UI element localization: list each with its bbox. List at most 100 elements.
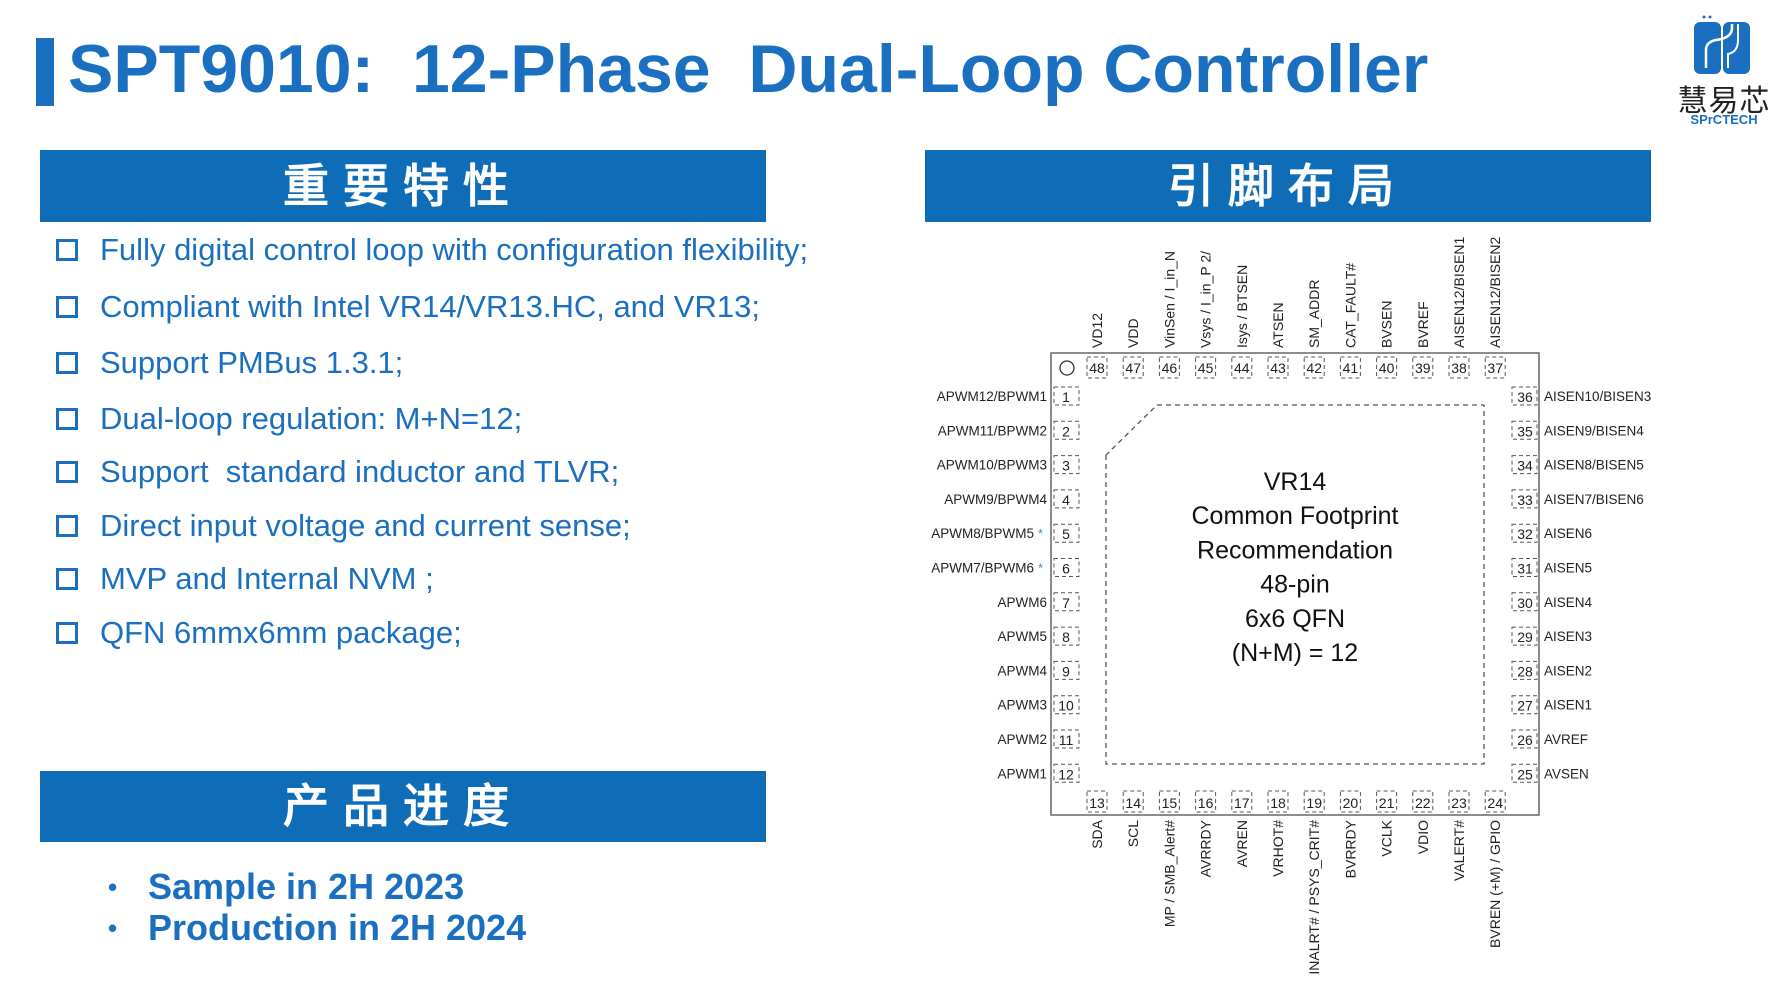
bullet-dot-icon: • xyxy=(108,871,118,902)
pin-pad xyxy=(1053,660,1080,680)
pin-label: VDD xyxy=(1125,318,1141,348)
pin-number: 30 xyxy=(1517,595,1533,611)
pin-pad xyxy=(1053,592,1080,612)
pin-label: AISEN9/BISEN4 xyxy=(1544,423,1644,438)
pin-number: 42 xyxy=(1306,360,1322,376)
pin-pad xyxy=(1231,356,1253,379)
pin-number: 32 xyxy=(1517,526,1533,542)
pin-number: 46 xyxy=(1162,360,1178,376)
pin-pad xyxy=(1511,729,1538,749)
pin-label: AISEN7/BISEN6 xyxy=(1544,492,1644,507)
pin-label: AISEN12/BISEN2 xyxy=(1487,237,1503,348)
page-title: SPT9010: 12-Phase Dual-Loop Controller xyxy=(68,31,1429,107)
pin-pad xyxy=(1511,455,1538,475)
pin-number: 7 xyxy=(1062,595,1070,611)
pin-label: Vsys / I_in_P 2/ xyxy=(1198,251,1214,348)
pin-number: 40 xyxy=(1379,360,1395,376)
pin-number: 18 xyxy=(1270,795,1286,811)
package-description-line: Common Footprint xyxy=(1191,502,1398,530)
pin-pad xyxy=(1511,695,1538,715)
pin-pad xyxy=(1511,626,1538,646)
checkbox-bullet-icon xyxy=(56,239,78,261)
package-description-line: VR14 xyxy=(1264,468,1327,496)
pin-pad xyxy=(1053,523,1080,543)
pin-label: APWM8/BPWM5 xyxy=(931,526,1034,541)
pin-pad xyxy=(1053,386,1080,406)
pin-pad xyxy=(1303,790,1325,813)
checkbox-bullet-icon xyxy=(56,622,78,644)
pin-label: BVREN (+M) / GPIO xyxy=(1487,820,1503,948)
package-description-line: (N+M) = 12 xyxy=(1232,639,1358,667)
pin-label: AISEN1 xyxy=(1544,698,1592,713)
pin-pad xyxy=(1448,356,1470,379)
pin-label: AISEN8/BISEN5 xyxy=(1544,458,1644,473)
title-accent-bar xyxy=(36,38,54,106)
checkbox-bullet-icon xyxy=(56,352,78,374)
pin-number: 48 xyxy=(1089,360,1105,376)
feature-item: Support PMBus 1.3.1; xyxy=(56,345,403,381)
pin-pad xyxy=(1511,660,1538,680)
features-header: 重要特性 xyxy=(40,150,766,222)
pin-label: AISEN12/BISEN1 xyxy=(1451,237,1467,348)
pin-label: APWM4 xyxy=(997,663,1047,678)
pin-pad xyxy=(1195,790,1217,813)
pinout-header: 引脚布局 xyxy=(925,150,1651,222)
pin-pad xyxy=(1053,489,1080,509)
pin-label: SDA xyxy=(1089,819,1105,848)
pin-number: 21 xyxy=(1379,795,1395,811)
package-description-line: 6x6 QFN xyxy=(1245,605,1345,633)
pin-pad xyxy=(1412,790,1434,813)
pin-pad xyxy=(1053,626,1080,646)
pin-pad xyxy=(1053,558,1080,577)
checkbox-bullet-icon xyxy=(56,568,78,590)
pin-label: AVSEN xyxy=(1544,766,1589,781)
pin-number: 20 xyxy=(1343,795,1359,811)
pin-number: 17 xyxy=(1234,795,1250,811)
pin-number: 13 xyxy=(1089,795,1105,811)
pin-number: 1 xyxy=(1062,389,1070,405)
pin-label: APWM5 xyxy=(997,629,1047,644)
pin-number: 22 xyxy=(1415,795,1431,811)
checkbox-bullet-icon xyxy=(56,515,78,537)
pin-pad xyxy=(1339,790,1361,813)
pin-pad xyxy=(1158,356,1180,379)
pin-label: SCL xyxy=(1125,820,1141,847)
checkbox-bullet-icon xyxy=(56,461,78,483)
pin-number: 19 xyxy=(1306,795,1322,811)
pin-label: VDIO xyxy=(1415,820,1431,854)
pin-number: 5 xyxy=(1062,526,1070,542)
pin-label: AISEN5 xyxy=(1544,561,1592,576)
feature-text: MVP and Internal NVM ; xyxy=(100,561,434,596)
feature-text: Fully digital control loop with configur… xyxy=(100,232,809,267)
pin-pad xyxy=(1195,356,1217,379)
progress-text: Sample in 2H 2023 xyxy=(148,866,465,907)
pin-label: APWM7/BPWM6 xyxy=(931,561,1034,576)
pin-number: 39 xyxy=(1415,360,1431,376)
pin-label: AISEN6 xyxy=(1544,526,1592,541)
logo-chinese-name: 慧易芯 xyxy=(1677,85,1771,118)
pin-label: APWM9/BPWM4 xyxy=(944,492,1047,507)
feature-item: QFN 6mmx6mm package; xyxy=(56,615,462,651)
pin-label: VALERT# xyxy=(1451,820,1467,881)
logo-chip-icon xyxy=(1694,15,1750,74)
feature-item: Compliant with Intel VR14/VR13.HC, and V… xyxy=(56,289,760,325)
pin-label: AISEN3 xyxy=(1544,629,1592,644)
feature-text: Support standard inductor and TLVR; xyxy=(100,454,620,489)
pin-label: AVREF xyxy=(1544,732,1588,747)
pin-label: ATSEN xyxy=(1270,302,1286,348)
pin-pad xyxy=(1412,356,1434,379)
progress-text: Production in 2H 2024 xyxy=(148,907,527,948)
pin-label: BVREF xyxy=(1415,301,1431,348)
pin-pad xyxy=(1053,420,1080,440)
pin-number: 8 xyxy=(1062,629,1070,645)
pin-pad xyxy=(1303,356,1325,379)
pin-pad xyxy=(1511,420,1538,440)
pin-number: 6 xyxy=(1062,561,1070,577)
pin-pad xyxy=(1511,558,1538,577)
package-outline xyxy=(1050,352,1540,816)
pin-number: 34 xyxy=(1517,458,1533,474)
pin-number: 24 xyxy=(1487,795,1503,811)
pin-number: 3 xyxy=(1062,458,1070,474)
pin-number: 25 xyxy=(1517,766,1533,782)
feature-item: MVP and Internal NVM ; xyxy=(56,561,434,597)
